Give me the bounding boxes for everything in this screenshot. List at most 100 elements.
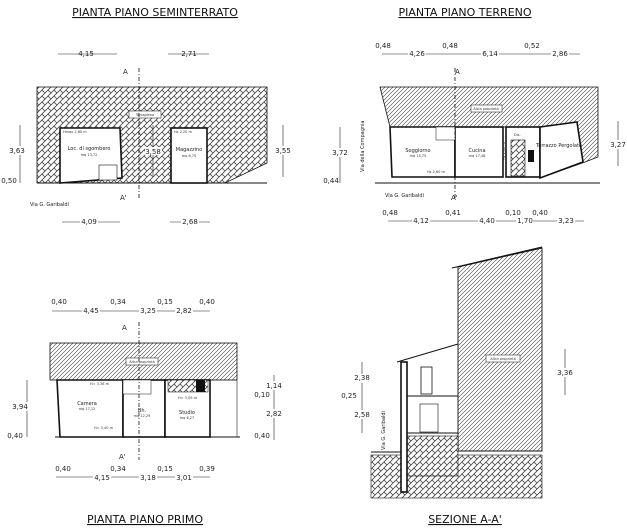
terrapieno-label: Terrapieno — [135, 113, 154, 117]
room-name: Dis. — [514, 133, 521, 137]
dims-top: 0,48 4,26 0,48 6,14 0,52 2,86 — [375, 42, 569, 58]
dim-label: 0,25 — [341, 392, 357, 400]
dim-label: 4,40 — [479, 217, 495, 225]
dim-label: 3,01 — [176, 474, 192, 482]
room-cucina — [454, 126, 504, 178]
dim-label: 2,58 — [354, 411, 370, 419]
dim-label: 3,27 — [610, 141, 626, 149]
dim-label: 4,09 — [81, 218, 97, 226]
dim-label: 0,10 — [254, 391, 270, 399]
dim-label: 4,15 — [78, 50, 94, 58]
dims-top: 0,40 4,45 0,34 3,25 0,15 2,82 0,40 — [51, 298, 215, 315]
room-name: Magazzino — [176, 147, 202, 153]
title-terreno: PIANTA PIANO TERRENO — [398, 6, 531, 19]
dim-label: 3,55 — [275, 147, 291, 155]
dim-label: 0,41 — [445, 209, 461, 217]
stair — [435, 126, 456, 141]
dim-label: 0,10 — [505, 209, 521, 217]
dim-label: 2,71 — [181, 50, 197, 58]
room-height: Hmax 2,60 m — [63, 130, 87, 134]
room-height: Hz 2,60 m — [502, 142, 506, 160]
dim-label: 3,94 — [12, 403, 28, 411]
dim-label: 3,18 — [140, 474, 156, 482]
room-name: Loc. di sgombero — [68, 146, 111, 152]
street-label: Via G. Garibaldi — [381, 411, 387, 450]
dim-label: 0,48 — [442, 42, 458, 50]
dim-label: 6,14 — [482, 50, 498, 58]
section-mark: A — [455, 68, 460, 76]
dim-label: 2,38 — [354, 374, 370, 382]
plan-primo: 0,40 4,45 0,34 3,25 0,15 2,82 0,40 Altra… — [7, 298, 283, 526]
dim-label: 0,40 — [51, 298, 67, 306]
room-area: mq 17,12 — [79, 407, 96, 411]
room-area: mq 15,75 — [410, 154, 427, 158]
door — [420, 366, 433, 395]
street-label: Via G. Garibaldi — [385, 193, 424, 199]
dim-label: 3,36 — [557, 369, 573, 377]
room-area: mq 6,75 — [182, 154, 197, 158]
room-name: Cucina — [468, 148, 485, 154]
plan-terreno: PIANTA PIANO TERRENO 0,48 4,26 0,48 6,14… — [323, 6, 627, 225]
dim-label: 3,72 — [332, 149, 348, 157]
dims-top: 4,15 2,71 — [58, 50, 209, 58]
room-height: Hz 2,60 m — [427, 170, 445, 174]
dim-label: 0,48 — [382, 209, 398, 217]
room-area: mq 17,48 — [469, 154, 486, 158]
title-seminterrato: PIANTA PIANO SEMINTERRATO — [72, 6, 238, 19]
section-mark: A' — [451, 194, 458, 202]
dim-label: 1,70 — [517, 217, 533, 225]
section-mark: A — [122, 324, 127, 332]
dim-label: 0,48 — [375, 42, 391, 50]
dim-label: 0,34 — [110, 465, 126, 473]
window — [419, 403, 439, 433]
room-name: Studio — [179, 410, 195, 416]
altra-proprieta-label: Altra proprietà — [473, 107, 498, 111]
room-area: mq 12,29 — [134, 414, 151, 418]
terrace — [539, 121, 584, 180]
dims-bottom: 0,48 4,12 0,41 4,40 0,10 1,70 0,40 3,23 — [382, 209, 575, 225]
title-sezione: SEZIONE A-A' — [428, 513, 502, 526]
neighbor-building — [457, 247, 543, 452]
dims-bottom: 0,40 4,15 0,34 3,18 0,15 3,01 0,39 — [55, 465, 215, 482]
section-mark: A' — [119, 453, 126, 461]
room-height: H= 3,40 m — [94, 426, 114, 430]
room-height: Hz 2,20 m — [174, 130, 192, 134]
dims-right: 3,55 — [274, 125, 292, 177]
dim-label: 1,14 — [266, 382, 282, 390]
dim-label: 0,40 — [199, 298, 215, 306]
section-mark: A' — [120, 194, 127, 202]
dim-label: 2,68 — [182, 218, 198, 226]
room-area: mq 6,27 — [180, 416, 195, 420]
room-name: Terrazzo Pergolato — [535, 143, 582, 149]
title-primo: PIANTA PIANO PRIMO — [87, 513, 203, 526]
side-street-label: Via della Compagnia — [360, 121, 366, 173]
altra-proprieta-label: Altra proprietà — [490, 357, 515, 361]
room-name: Soggiorno — [405, 148, 430, 154]
dim-label: 0,39 — [199, 465, 215, 473]
room-height: H= 3,09 m — [178, 396, 198, 400]
dim-label: 3,23 — [558, 217, 574, 225]
dim-label: 3,25 — [140, 307, 156, 315]
dim-label: 0,50 — [1, 177, 17, 185]
section-mark: A — [123, 68, 128, 76]
dim-label: 0,15 — [157, 465, 173, 473]
plan-seminterrato: PIANTA PIANO SEMINTERRATO 4,15 2,71 Hmax… — [1, 6, 292, 226]
dim-label: 0,40 — [254, 432, 270, 440]
dim-label: 2,82 — [266, 410, 282, 418]
room-area: mq 13,72 — [81, 153, 98, 157]
dim-label: 0,44 — [323, 177, 339, 185]
room-height: H= 3,36 m — [90, 382, 110, 386]
room-magazzino — [170, 127, 208, 184]
dim-label: 4,15 — [94, 474, 110, 482]
dim-label: 4,26 — [409, 50, 425, 58]
dim-label: 0,40 — [532, 209, 548, 217]
dim-label: 0,34 — [110, 298, 126, 306]
street-label: Via G. Garibaldi — [30, 202, 69, 208]
dim-label: 3,63 — [9, 147, 25, 155]
dim-label: 4,45 — [83, 307, 99, 315]
dims-left: 3,63 0,50 — [1, 125, 25, 185]
dim-label: 4,12 — [413, 217, 429, 225]
altra-proprieta-label: Altra proprietà — [129, 360, 154, 364]
room-name: Camera — [77, 401, 97, 407]
